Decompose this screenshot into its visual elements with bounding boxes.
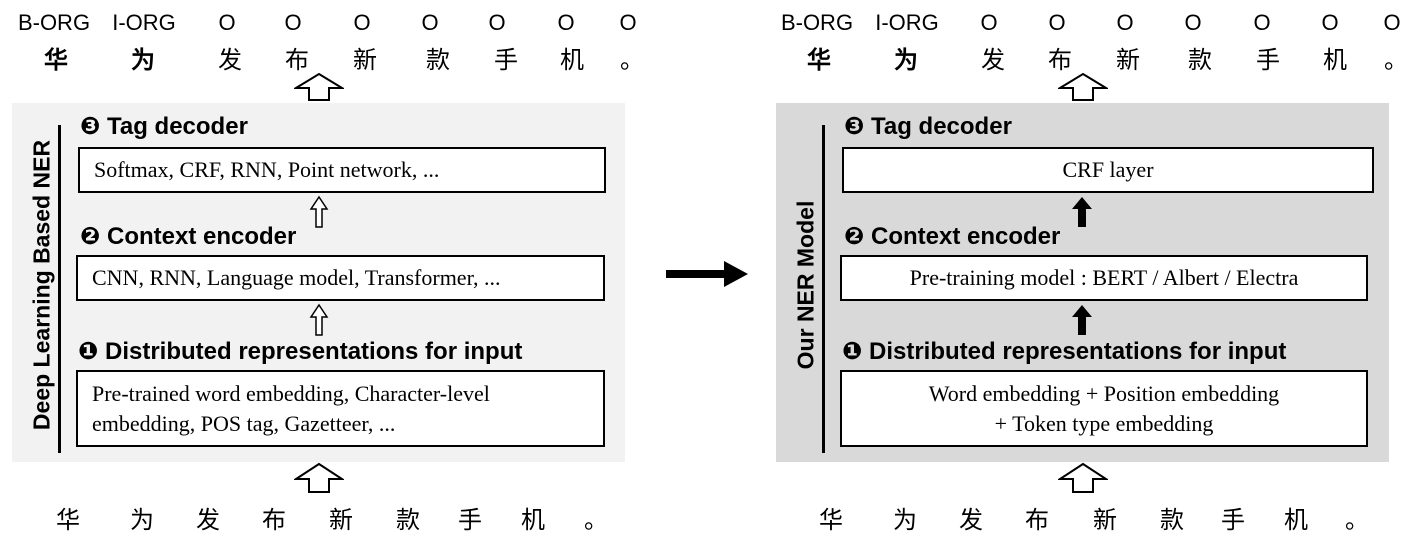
left-representations-line2: embedding, POS tag, Gazetteer, ... [92, 410, 396, 436]
right-output-char: 为 [894, 46, 918, 74]
right-input-char: 款 [1160, 506, 1184, 534]
left-output-tag: O [557, 10, 575, 35]
right-context-encoder-heading: ❷ Context encoder [844, 223, 1061, 250]
output-up-arrow-icon [1058, 72, 1108, 101]
right-solid-up-arrow-icon [1072, 305, 1092, 335]
left-input-char: 款 [396, 506, 420, 534]
right-representations-line2: + Token type embedding [994, 410, 1214, 436]
right-output-tag: I-ORG [875, 10, 939, 35]
left-input-char: 为 [130, 506, 154, 534]
left-panel: Deep Learning Based NER ❸ Tag decoder So… [12, 103, 625, 462]
left-output-char: 手 [494, 46, 518, 74]
right-output-char: 华 [807, 46, 831, 74]
left-input-char: 机 [521, 506, 545, 534]
transition-arrow-icon [666, 261, 748, 287]
left-output-char: 为 [131, 46, 155, 74]
left-output-tag: O [353, 10, 371, 35]
right-output-char: 新 [1116, 46, 1140, 74]
right-output-char: 。 [1384, 46, 1408, 74]
right-representations-heading: ❶ Distributed representations for input [842, 338, 1287, 365]
left-output-tag: O [619, 10, 637, 35]
right-tag-decoder-heading: ❸ Tag decoder [844, 113, 1012, 140]
input-up-arrow-icon [294, 462, 344, 493]
right-output-char: 机 [1323, 46, 1347, 74]
right-input-char: 发 [959, 506, 983, 534]
right-input-char: 。 [1345, 506, 1369, 534]
left-output-char: 机 [560, 46, 584, 74]
left-output-tag: B-ORG [17, 10, 91, 35]
left-output-char: 布 [285, 46, 309, 74]
left-representations-box: Pre-trained word embedding, Character-le… [76, 370, 605, 447]
left-input-char: 华 [56, 506, 80, 534]
left-output-tag: I-ORG [112, 10, 176, 35]
left-output-char: 华 [44, 46, 68, 74]
right-output-tag: O [1321, 10, 1339, 35]
right-output-tag: O [1253, 10, 1271, 35]
right-input-char: 手 [1221, 506, 1245, 534]
right-output-tag: B-ORG [780, 10, 854, 35]
left-input-char: 发 [196, 506, 220, 534]
left-tag-decoder-text: Softmax, CRF, RNN, Point network, ... [94, 157, 440, 182]
left-output-char: 。 [620, 46, 644, 74]
right-input-char: 华 [819, 506, 843, 534]
right-input-char: 为 [893, 506, 917, 534]
right-output-tag: O [1184, 10, 1202, 35]
input-up-arrow-icon [1058, 462, 1108, 493]
right-tag-decoder-box: CRF layer [842, 147, 1374, 193]
right-context-encoder-text: Pre-training model : BERT / Albert / Ele… [909, 265, 1299, 290]
right-input-char: 机 [1284, 506, 1308, 534]
right-context-encoder-box: Pre-training model : BERT / Albert / Ele… [840, 255, 1368, 301]
left-representations-heading: ❶ Distributed representations for input [78, 338, 523, 365]
right-output-char: 款 [1188, 46, 1212, 74]
left-input-char: 。 [584, 506, 608, 534]
left-output-char: 新 [353, 46, 377, 74]
left-thin-up-arrow-icon [309, 195, 329, 228]
left-tag-decoder-box: Softmax, CRF, RNN, Point network, ... [78, 147, 606, 193]
left-tag-decoder-heading: ❸ Tag decoder [80, 113, 248, 140]
right-output-tag: O [1116, 10, 1134, 35]
right-output-tag: O [1048, 10, 1066, 35]
left-representations-line1: Pre-trained word embedding, Character-le… [92, 380, 490, 406]
left-output-tag: O [218, 10, 236, 35]
right-solid-up-arrow-icon [1072, 197, 1092, 227]
right-output-char: 布 [1048, 46, 1072, 74]
right-output-tag: O [980, 10, 998, 35]
right-output-tag: O [1383, 10, 1401, 35]
left-context-encoder-heading: ❷ Context encoder [80, 223, 297, 250]
left-vertical-divider [58, 125, 61, 453]
left-output-tag: O [488, 10, 506, 35]
left-output-char: 发 [218, 46, 242, 74]
left-output-char: 款 [426, 46, 450, 74]
left-output-tag: O [421, 10, 439, 35]
output-up-arrow-icon [294, 72, 344, 101]
left-input-char: 手 [458, 506, 482, 534]
left-output-tag: O [284, 10, 302, 35]
right-input-char: 新 [1093, 506, 1117, 534]
right-input-char: 布 [1025, 506, 1049, 534]
right-vertical-divider [822, 125, 825, 453]
left-context-encoder-box: CNN, RNN, Language model, Transformer, .… [76, 255, 605, 301]
left-input-char: 布 [262, 506, 286, 534]
right-output-char: 发 [981, 46, 1005, 74]
left-thin-up-arrow-icon [309, 303, 329, 336]
right-panel: Our NER Model ❸ Tag decoder CRF layer ❷ … [776, 103, 1389, 462]
right-representations-line1: Word embedding + Position embedding [928, 380, 1280, 406]
right-vertical-label: Our NER Model [792, 200, 819, 370]
right-output-char: 手 [1256, 46, 1280, 74]
left-input-char: 新 [329, 506, 353, 534]
right-representations-box: Word embedding + Position embedding + To… [840, 370, 1368, 447]
left-context-encoder-text: CNN, RNN, Language model, Transformer, .… [92, 265, 501, 290]
left-vertical-label: Deep Learning Based NER [28, 139, 55, 431]
right-tag-decoder-text: CRF layer [1062, 157, 1154, 182]
